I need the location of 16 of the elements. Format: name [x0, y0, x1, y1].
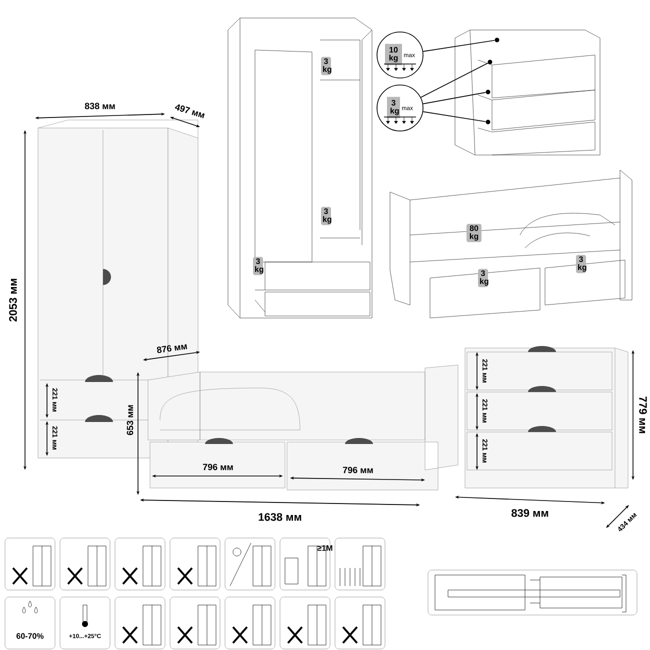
leader-line — [422, 111, 486, 122]
dimension-label: 779 мм — [639, 396, 647, 434]
dimension-label: 2053 мм — [9, 278, 17, 322]
dimension-label: 876 мм — [156, 344, 188, 353]
dimension-label: 839 мм — [512, 509, 548, 517]
dimension-label: 1638 мм — [258, 513, 302, 521]
dimension-label: 838 мм — [84, 102, 115, 110]
icon-caption: 60-70% — [16, 633, 44, 639]
dimension-label: 497 мм — [174, 104, 205, 118]
icon-caption: ≥1М — [317, 545, 332, 551]
dimension-label: 796 мм — [342, 466, 373, 474]
dimension-label: 653 мм — [126, 405, 134, 436]
leader-line — [422, 40, 495, 52]
dimension-label: 796 мм — [202, 464, 233, 470]
leader-line — [422, 92, 486, 104]
leader-line — [420, 62, 488, 98]
